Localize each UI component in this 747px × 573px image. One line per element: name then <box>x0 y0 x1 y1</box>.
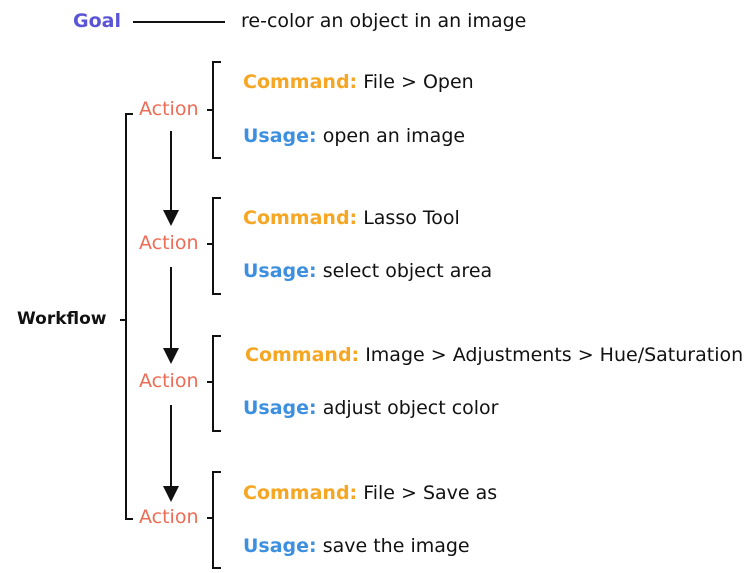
action-label-3: Action <box>139 370 199 392</box>
usage-row-4: Usage: save the image <box>243 537 470 556</box>
action-bracket-2 <box>207 197 221 295</box>
usage-label: Usage: <box>243 397 317 419</box>
command-value: Image > Adjustments > Hue/Saturation <box>365 344 744 366</box>
command-label: Command: <box>243 207 358 229</box>
usage-row-1: Usage: open an image <box>243 127 465 146</box>
command-row-1: Command: File > Open <box>243 73 474 92</box>
usage-row-2: Usage: select object area <box>243 262 492 281</box>
command-row-4: Command: File > Save as <box>243 484 497 503</box>
usage-label: Usage: <box>243 260 317 282</box>
workflow-bracket <box>120 113 133 520</box>
command-label: Command: <box>243 71 358 93</box>
action-bracket-4 <box>207 471 221 569</box>
usage-value: adjust object color <box>322 397 499 419</box>
command-value: File > Open <box>363 71 474 93</box>
usage-value: select object area <box>322 260 493 282</box>
action-label-2: Action <box>139 232 199 254</box>
usage-label: Usage: <box>243 535 317 557</box>
action-label-4: Action <box>139 506 199 528</box>
goal-label: Goal <box>73 10 121 32</box>
usage-row-3: Usage: adjust object color <box>243 399 499 418</box>
command-row-2: Command: Lasso Tool <box>243 209 460 228</box>
command-row-3: Command: Image > Adjustments > Hue/Satur… <box>245 346 743 365</box>
action-bracket-3 <box>207 335 221 432</box>
command-label: Command: <box>243 482 358 504</box>
goal-text: re-color an object in an image <box>241 10 527 32</box>
usage-value: open an image <box>322 125 466 147</box>
action-label-1: Action <box>139 98 199 120</box>
usage-label: Usage: <box>243 125 317 147</box>
command-label: Command: <box>245 344 360 366</box>
action-bracket-1 <box>207 61 221 159</box>
workflow-label: Workflow <box>17 309 107 329</box>
command-value: File > Save as <box>363 482 498 504</box>
usage-value: save the image <box>322 535 470 557</box>
command-value: Lasso Tool <box>363 207 460 229</box>
